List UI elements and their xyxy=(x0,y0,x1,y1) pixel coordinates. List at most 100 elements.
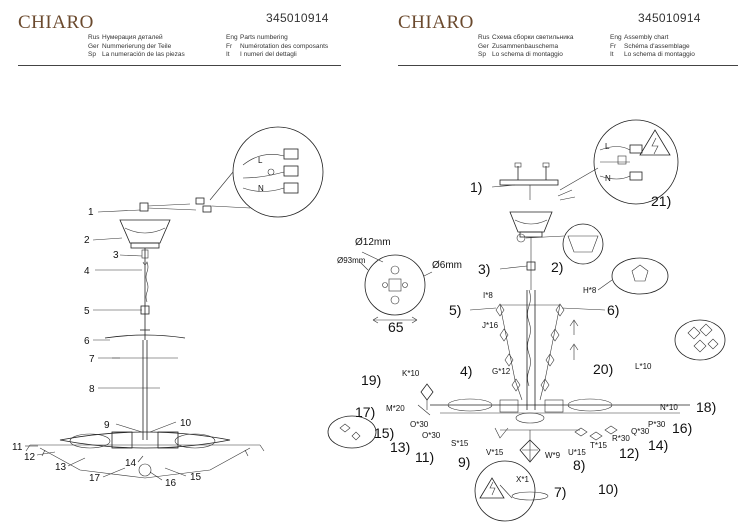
qty-label-n: N*10 xyxy=(660,403,678,412)
part-label-2: 2 xyxy=(84,235,90,246)
step-label-20: 20) xyxy=(593,361,613,377)
part-label-10: 10 xyxy=(180,418,192,429)
step-label-18: 18) xyxy=(696,399,716,415)
qty-label-i: I*8 xyxy=(483,291,493,300)
dim-label-width: 65 xyxy=(388,319,404,335)
qty-label-w: W*9 xyxy=(545,451,561,460)
part-label-4: 4 xyxy=(84,266,90,277)
ceiling-plate-dimension-drawing xyxy=(359,251,433,324)
qty-label-r: R*30 xyxy=(612,434,630,443)
part-label-3: 3 xyxy=(113,250,119,261)
qty-label-s: S*15 xyxy=(451,439,469,448)
step-label-2: 2) xyxy=(551,259,563,275)
qty-label-o2: O*30 xyxy=(422,431,441,440)
qty-label-q: Q*30 xyxy=(631,427,650,436)
qty-label-p: P*30 xyxy=(648,420,666,429)
left-drape-callout xyxy=(327,383,434,449)
pendant-drop xyxy=(519,430,541,463)
step-label-10: 10) xyxy=(598,481,618,497)
dim-label-d6: Ø6mm xyxy=(432,260,462,271)
right-header-rule xyxy=(398,65,738,66)
ceiling-bracket xyxy=(139,197,212,213)
step-label-3: 3) xyxy=(478,261,490,277)
right-lower-body xyxy=(430,398,690,441)
step-label-6: 6) xyxy=(607,302,619,318)
left-wire-label-l: L xyxy=(258,156,263,165)
warning-triangle-icon xyxy=(639,129,671,156)
left-leaders xyxy=(25,209,187,481)
qty-label-m: M*20 xyxy=(386,404,405,413)
crystal-strands xyxy=(495,303,579,401)
step-label-13: 13) xyxy=(390,439,410,455)
left-part-labels: 1 2 3 4 5 6 7 8 9 10 11 12 13 14 15 16 1… xyxy=(12,207,202,489)
step-label-15: 15) xyxy=(374,425,394,441)
mounting-plate xyxy=(499,162,576,201)
right-wire-label-l: L xyxy=(605,142,610,151)
qty-label-h: H*8 xyxy=(583,286,597,295)
quantity-labels: H*8 I*8 J*16 G*12 K*10 L*10 M*20 N*10 O*… xyxy=(386,286,678,484)
crystal-zoom-callout xyxy=(597,257,669,295)
part-label-8: 8 xyxy=(89,384,95,395)
step-label-9: 9) xyxy=(458,454,470,470)
step-label-4: 4) xyxy=(460,363,472,379)
dim-label-d12: Ø12mm xyxy=(355,237,391,248)
part-label-16: 16 xyxy=(165,478,177,489)
qty-label-o: O*30 xyxy=(410,420,429,429)
lower-body xyxy=(25,431,265,479)
chain-and-rod xyxy=(140,248,150,440)
step-label-8: 8) xyxy=(573,457,585,473)
part-label-11: 11 xyxy=(12,442,23,453)
part-label-6: 6 xyxy=(84,336,90,347)
qty-label-v: V*15 xyxy=(486,448,504,457)
part-label-15: 15 xyxy=(190,472,202,483)
left-brand-logo: CHIARO xyxy=(18,12,94,33)
qty-label-l: L*10 xyxy=(635,362,652,371)
qty-label-t: T*15 xyxy=(590,441,607,450)
part-label-9: 9 xyxy=(104,420,110,431)
part-label-13: 13 xyxy=(55,462,67,473)
right-canopy xyxy=(509,211,565,243)
right-model-code: 345010914 xyxy=(638,11,701,25)
step-label-11: 11) xyxy=(415,449,434,465)
part-label-17: 17 xyxy=(89,473,101,484)
step-label-14: 14) xyxy=(648,437,668,453)
qty-label-j: J*16 xyxy=(482,321,499,330)
upper-arm-ring xyxy=(104,334,186,389)
step-label-21: 21) xyxy=(651,193,671,209)
canopy-zoom-callout xyxy=(562,223,604,265)
left-wire-label-n: N xyxy=(258,184,264,193)
qty-label-x: X*1 xyxy=(516,475,529,484)
step-label-17: 17) xyxy=(355,404,375,420)
right-brand-logo: CHIARO xyxy=(398,12,474,33)
part-label-14: 14 xyxy=(125,458,137,469)
warning-triangle-icon xyxy=(479,477,505,499)
part-label-12: 12 xyxy=(24,452,36,463)
step-label-19: 19) xyxy=(361,372,381,388)
qty-label-u: U*15 xyxy=(568,448,586,457)
left-header-rule xyxy=(18,65,341,66)
dim-label-d93: Ø93mm xyxy=(337,256,366,265)
step-label-12: 12) xyxy=(619,445,639,461)
step-label-7: 7) xyxy=(554,484,566,500)
bottom-warning-callout xyxy=(474,460,549,522)
left-model-code: 345010914 xyxy=(266,11,329,25)
right-chain xyxy=(526,237,536,410)
